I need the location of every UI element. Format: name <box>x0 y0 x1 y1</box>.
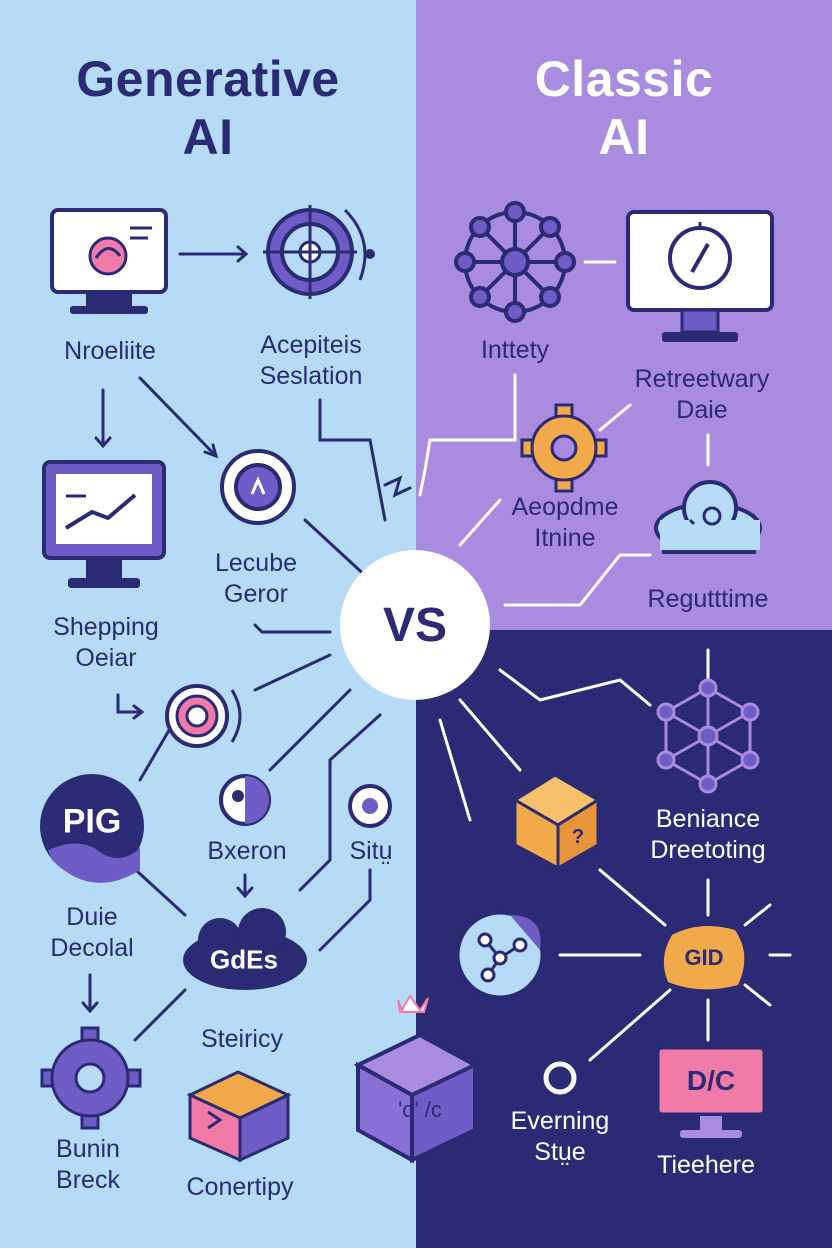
label-line: Oeiar <box>75 644 137 672</box>
label-everning: Everning Stṳe <box>511 1106 610 1168</box>
label-line: Retreetwary <box>634 365 770 393</box>
generative-ai-title: Generative AI <box>0 50 416 166</box>
label-shepping: Shepping Oeiar <box>53 612 159 674</box>
ring-white-icon <box>543 1061 577 1095</box>
label-aeopdme: Aeopdme Itnine <box>511 492 618 554</box>
label-steiricy: Steiricy <box>201 1025 283 1053</box>
gear-icon <box>40 1026 142 1130</box>
label-line: Daie <box>676 396 728 424</box>
right-bottom-connectors <box>438 648 792 1062</box>
label-line: Shepping <box>53 613 159 641</box>
title-line: Classic <box>534 51 714 107</box>
network-icon <box>454 201 576 323</box>
label-bunin: Bunin Breck <box>56 1134 120 1196</box>
box-orange-icon: ? <box>512 773 601 871</box>
cloud-icon <box>183 908 307 990</box>
classic-ai-panel-top <box>416 0 832 630</box>
left-connectors <box>81 245 412 1042</box>
label-line: Aeopdme <box>511 493 619 521</box>
eye-circle-icon <box>348 784 392 828</box>
title-line: AI <box>182 109 234 165</box>
right-top-connectors <box>418 260 710 607</box>
cube-icon <box>186 1070 292 1163</box>
label-gid: GID <box>684 945 724 970</box>
label-dc: D/C <box>686 1065 736 1096</box>
label-lecube: Lecube Geror <box>215 548 297 610</box>
chart-monitor-icon <box>42 460 166 588</box>
pig-badge-icon <box>40 774 144 883</box>
label-cube-letters: 'o' /c <box>398 1097 442 1122</box>
label-line: Decolal <box>50 934 134 962</box>
label-tieehere: Tieehere <box>657 1151 755 1179</box>
label-situ: Sitṳ <box>349 837 393 865</box>
monitor-icon <box>50 208 168 314</box>
label-line: Acepiteis <box>260 331 362 359</box>
label-line: Breck <box>56 1166 120 1194</box>
label-duie: Duie Decolal <box>50 902 133 964</box>
label-line: Everning <box>510 1107 610 1135</box>
molecule-icon <box>456 911 544 999</box>
large-cube-icon <box>353 994 480 1164</box>
svg-text:?: ? <box>572 826 584 848</box>
label-line: Beniance <box>655 805 761 833</box>
label-line: Dreetoting <box>650 836 766 864</box>
label-inttety: Inttety <box>480 336 550 364</box>
label-line: Bunin <box>56 1135 120 1163</box>
target-icon <box>165 684 242 748</box>
label-line: Itnine <box>534 524 596 552</box>
label-retreetwary: Retreetwary Daie <box>635 364 770 426</box>
title-line: Generative <box>76 51 340 107</box>
label-conertipy: Conertipy <box>186 1173 294 1201</box>
label-line: Stṳe <box>534 1138 586 1166</box>
gauge-monitor-icon <box>626 210 774 342</box>
cloud-upload-icon <box>654 480 762 554</box>
ring-icon <box>220 449 296 525</box>
label-beniance: Beniance Dreetoting <box>650 804 765 866</box>
gid-badge-icon <box>663 926 745 990</box>
label-pig: PIG <box>62 802 122 841</box>
title-line: AI <box>598 109 650 165</box>
label-gdes: GdEs <box>210 944 278 975</box>
hex-network-icon <box>656 678 760 794</box>
label-regutttime: Regutttime <box>647 585 769 613</box>
label-acepiteis: Acepiteis Seslation <box>260 330 363 392</box>
label-nroeliite: Nroeliite <box>64 337 156 365</box>
gear-orange-icon <box>520 403 608 493</box>
label-line: Lecube <box>214 549 298 577</box>
dc-monitor-icon <box>656 1046 766 1138</box>
label-line: Seslation <box>259 362 363 390</box>
classic-ai-title: Classic AI <box>416 50 832 166</box>
vs-badge: VS <box>340 550 490 700</box>
label-line: Geror <box>224 580 288 608</box>
label-line: Duie <box>66 903 118 931</box>
label-bxeron: Bxeron <box>207 837 287 865</box>
globe-icon <box>219 774 271 826</box>
target-gear-icon <box>263 205 375 299</box>
